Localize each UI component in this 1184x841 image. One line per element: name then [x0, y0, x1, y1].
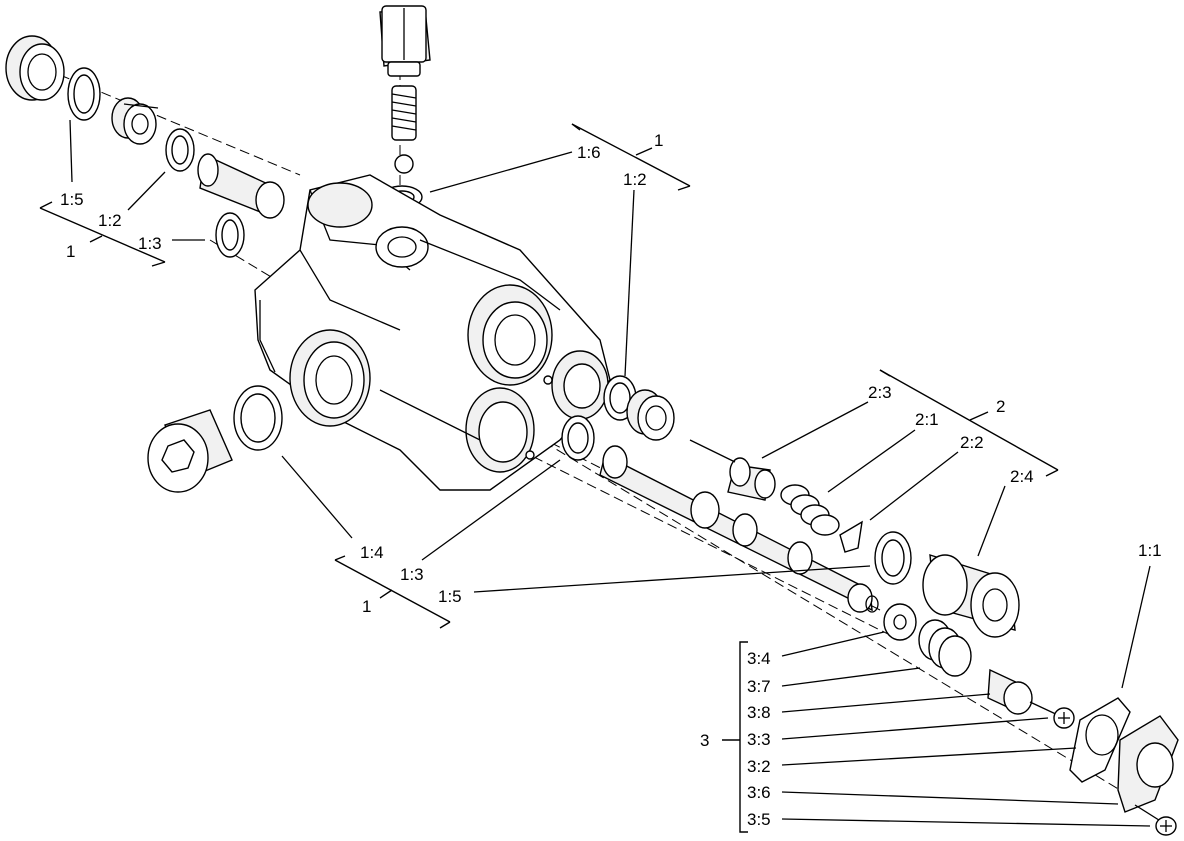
leader-lines — [69, 119, 1151, 827]
gasket-3-2 — [1069, 697, 1131, 783]
callout-3-4: 3:4 — [747, 649, 771, 668]
callout-2: 2 — [996, 397, 1005, 416]
o-ring-1-2-right-inner — [609, 382, 631, 414]
screw-3-3 — [1029, 701, 1075, 729]
callout-1-left: 1 — [66, 242, 75, 261]
bracket-3 — [739, 641, 748, 833]
o-ring-1-3-top-inner — [221, 219, 239, 251]
callout-1-4: 1:4 — [360, 543, 384, 562]
ball-top — [394, 154, 414, 174]
brackets — [39, 123, 1059, 833]
cover-3-6 — [1117, 715, 1179, 813]
bracket-1-bottom — [334, 559, 451, 623]
o-ring-1-5-top-inner — [73, 74, 95, 114]
top-left-parts-group — [5, 35, 285, 258]
top-stack-group — [379, 5, 431, 209]
spring-2-1 — [780, 484, 840, 536]
seat-right — [626, 389, 675, 441]
o-ring-1-3-bottom-inner — [567, 422, 589, 454]
callout-1-3-bottom: 1:3 — [400, 565, 424, 584]
callout-3: 3 — [700, 731, 709, 750]
callout-1-5-left: 1:5 — [60, 190, 84, 209]
callout-3-8: 3:8 — [747, 703, 771, 722]
washer-3-4 — [883, 603, 917, 641]
piston-plunger — [599, 445, 879, 613]
cup-3-8 — [987, 668, 1033, 715]
nut-2-4 — [922, 554, 1020, 638]
cartridge-top-left — [111, 97, 159, 145]
callout-2-1: 2:1 — [915, 410, 939, 429]
callout-labels: 1:6 1 1:2 1:5 1:2 1:3 1 2:3 2:1 2 2:2 2:… — [60, 131, 1162, 829]
clip-2-2 — [839, 520, 863, 553]
callout-3-7: 3:7 — [747, 677, 771, 696]
callout-3-6: 3:6 — [747, 783, 771, 802]
valve-piston-top-left — [197, 153, 285, 219]
spring-3-7 — [918, 619, 972, 677]
callout-2-4: 2:4 — [1010, 467, 1034, 486]
bottom-left-parts-group — [147, 385, 283, 493]
callout-1-3-left: 1:3 — [138, 234, 162, 253]
bottom-right-parts-group — [883, 603, 1179, 836]
callout-1-2-left: 1:2 — [98, 211, 122, 230]
callout-1-6: 1:6 — [577, 143, 601, 162]
right-center-parts-group — [561, 375, 1020, 638]
callout-3-2: 3:2 — [747, 757, 771, 776]
spring-top — [391, 85, 417, 141]
o-ring-1-4-inner — [240, 393, 276, 443]
plug-top-left — [5, 35, 65, 101]
bracket-1-left — [39, 207, 166, 263]
screw-3-5 — [1134, 804, 1177, 836]
plug-bottom-left — [147, 409, 233, 493]
callout-1-top: 1 — [654, 131, 663, 150]
bracket-2 — [879, 369, 1059, 471]
valve-assembly-2-cage — [689, 439, 776, 501]
callout-3-5: 3:5 — [747, 810, 771, 829]
callout-2-2: 2:2 — [960, 433, 984, 452]
callout-1-5-bottom: 1:5 — [438, 587, 462, 606]
callout-1-2-right: 1:2 — [623, 170, 647, 189]
callout-1-bottom: 1 — [362, 597, 371, 616]
callout-1-1: 1:1 — [1138, 541, 1162, 560]
callout-2-3: 2:3 — [868, 383, 892, 402]
nut-top — [379, 5, 431, 77]
callout-3-3: 3:3 — [747, 730, 771, 749]
o-ring-1-5-bottom-inner — [881, 539, 905, 577]
manifold-body — [254, 174, 611, 491]
bracket-1-top — [571, 123, 691, 187]
o-ring-1-2-top-inner — [171, 135, 189, 165]
